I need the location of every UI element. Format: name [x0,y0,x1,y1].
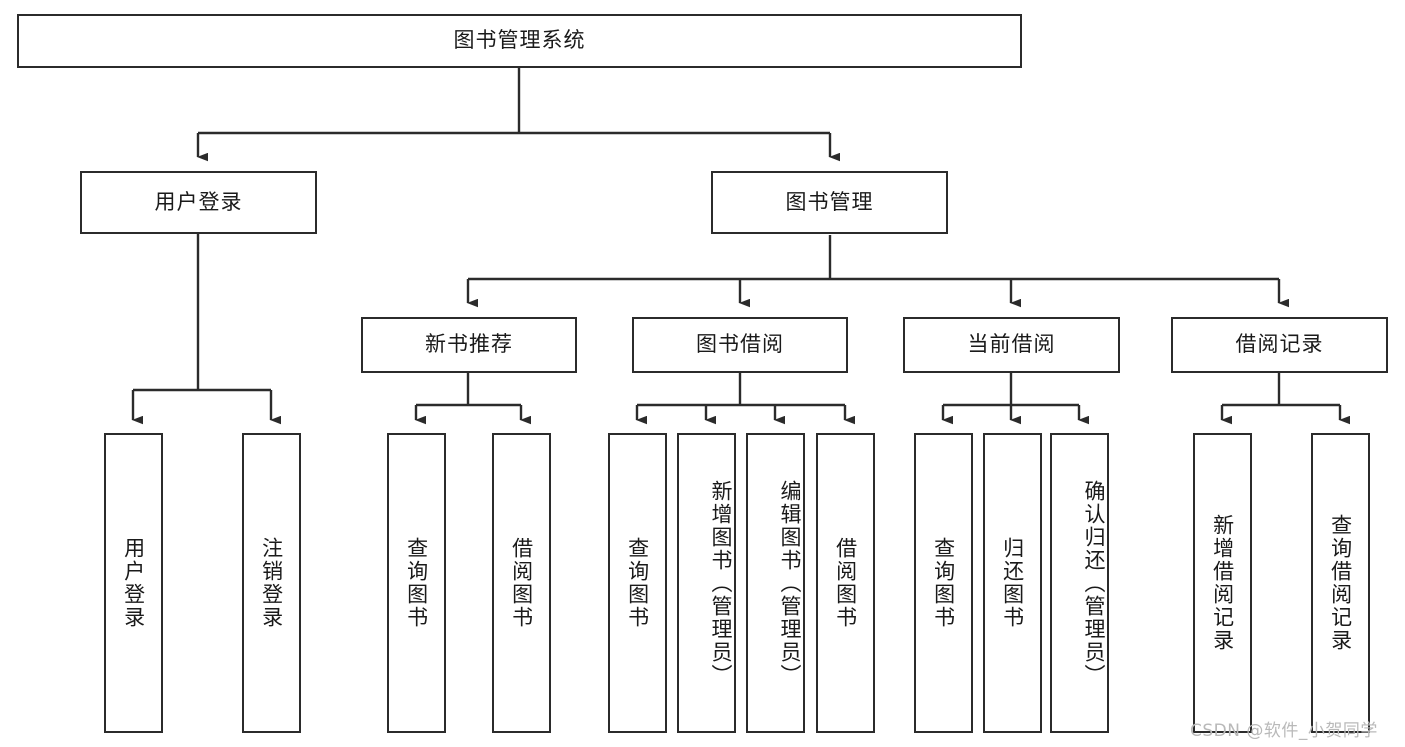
leaf-borrow-book-2[interactable]: 借阅图书 [816,433,875,733]
leaf-borrow-book-2-label: 借阅图书 [833,537,858,629]
node-book-borrow-label: 图书借阅 [696,332,784,357]
leaf-query-book-1[interactable]: 查询图书 [387,433,446,733]
leaf-query-book-2[interactable]: 查询图书 [608,433,667,733]
node-borrow-record[interactable]: 借阅记录 [1171,317,1388,373]
leaf-logout-label: 注销登录 [259,537,284,629]
leaf-return-book[interactable]: 归还图书 [983,433,1042,733]
watermark-text: CSDN @软件_小贺同学 [1190,721,1378,741]
node-book-borrow[interactable]: 图书借阅 [632,317,848,373]
node-new-book-rec[interactable]: 新书推荐 [361,317,577,373]
leaf-return-book-label: 归还图书 [1000,537,1025,629]
leaf-borrow-book-1[interactable]: 借阅图书 [492,433,551,733]
leaf-add-record-label: 新增借阅记录 [1210,514,1235,652]
node-user-login-label: 用户登录 [154,189,243,214]
leaf-query-book-1-label: 查询图书 [404,537,429,629]
leaf-user-login-label: 用户登录 [121,537,146,629]
leaf-query-record-label: 查询借阅记录 [1328,514,1353,652]
leaf-query-book-2-label: 查询图书 [625,537,650,629]
node-root-label: 图书管理系统 [453,28,586,53]
leaf-query-book-3-label: 查询图书 [931,537,956,629]
leaf-confirm-return[interactable]: 确认归还（管理员） [1050,433,1109,733]
leaf-edit-book[interactable]: 编辑图书（管理员） [746,433,805,733]
node-book-manage-label: 图书管理 [785,189,874,214]
node-current-borrow-label: 当前借阅 [967,332,1056,357]
leaf-edit-book-label: 编辑图书（管理员） [778,479,802,687]
leaf-confirm-return-label: 确认归还（管理员） [1082,479,1106,687]
leaf-logout[interactable]: 注销登录 [242,433,301,733]
leaf-add-book-label: 新增图书（管理员） [709,479,733,687]
leaf-add-book[interactable]: 新增图书（管理员） [677,433,736,733]
leaf-add-record[interactable]: 新增借阅记录 [1193,433,1252,733]
node-borrow-record-label: 借阅记录 [1235,332,1324,357]
node-root[interactable]: 图书管理系统 [17,14,1022,68]
node-book-manage[interactable]: 图书管理 [711,171,948,234]
leaf-query-record[interactable]: 查询借阅记录 [1311,433,1370,733]
node-new-book-rec-label: 新书推荐 [425,332,513,357]
leaf-borrow-book-1-label: 借阅图书 [509,537,534,629]
leaf-user-login[interactable]: 用户登录 [104,433,163,733]
leaf-query-book-3[interactable]: 查询图书 [914,433,973,733]
node-user-login[interactable]: 用户登录 [80,171,317,234]
node-current-borrow[interactable]: 当前借阅 [903,317,1120,373]
